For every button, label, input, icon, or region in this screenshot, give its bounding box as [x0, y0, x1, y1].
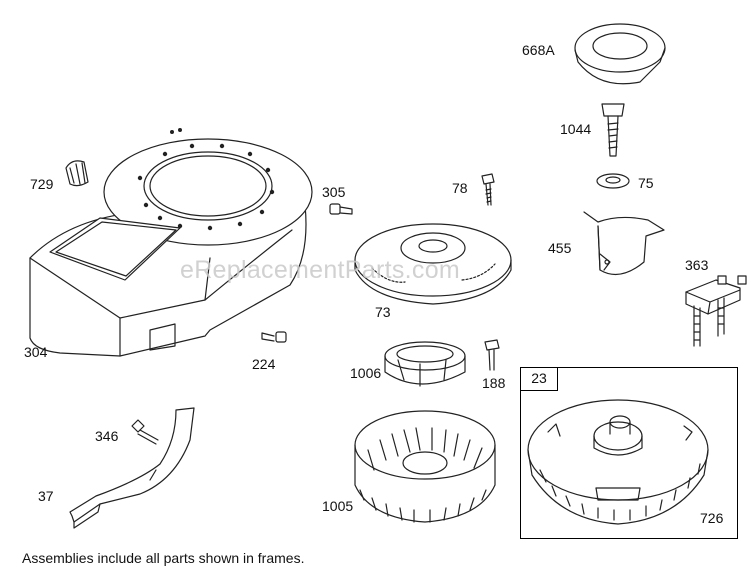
label-363: 363: [685, 257, 709, 273]
label-1005: 1005: [322, 498, 354, 514]
label-1044: 1044: [560, 121, 592, 137]
watermark: eReplacementParts.com: [180, 256, 461, 284]
label-1006: 1006: [350, 365, 382, 381]
flywheel-726: [528, 400, 708, 524]
air-guide-37: [70, 408, 194, 528]
label-78: 78: [452, 180, 468, 196]
screw-78: [482, 174, 494, 205]
assembly-frame: [520, 367, 738, 539]
blower-housing-304: [30, 129, 312, 356]
frame-label-23: 23: [520, 367, 558, 391]
ratchet-cup-1006: [385, 342, 465, 386]
label-188: 188: [482, 375, 506, 391]
label-224: 224: [252, 356, 276, 372]
label-75: 75: [638, 175, 654, 191]
label-668a: 668A: [522, 42, 555, 58]
screw-305: [330, 204, 352, 214]
grommet-729: [66, 161, 88, 186]
footnote: Assemblies include all parts shown in fr…: [22, 550, 305, 566]
washer-75: [597, 174, 629, 188]
rotating-screen-73: [355, 224, 511, 304]
flywheel-fan-1005: [355, 411, 495, 522]
screw-346: [132, 420, 158, 444]
label-726: 726: [700, 510, 724, 526]
label-37: 37: [38, 488, 54, 504]
label-73: 73: [375, 304, 391, 320]
label-455: 455: [548, 240, 572, 256]
screw-188: [485, 340, 499, 370]
cup-455: [584, 212, 664, 275]
label-305: 305: [322, 184, 346, 200]
label-729: 729: [30, 176, 54, 192]
bracket-363: [686, 276, 746, 346]
cup-668a: [575, 24, 665, 84]
stud-1044: [602, 104, 624, 156]
label-346: 346: [95, 428, 119, 444]
screw-224: [262, 332, 286, 342]
label-304: 304: [24, 344, 48, 360]
